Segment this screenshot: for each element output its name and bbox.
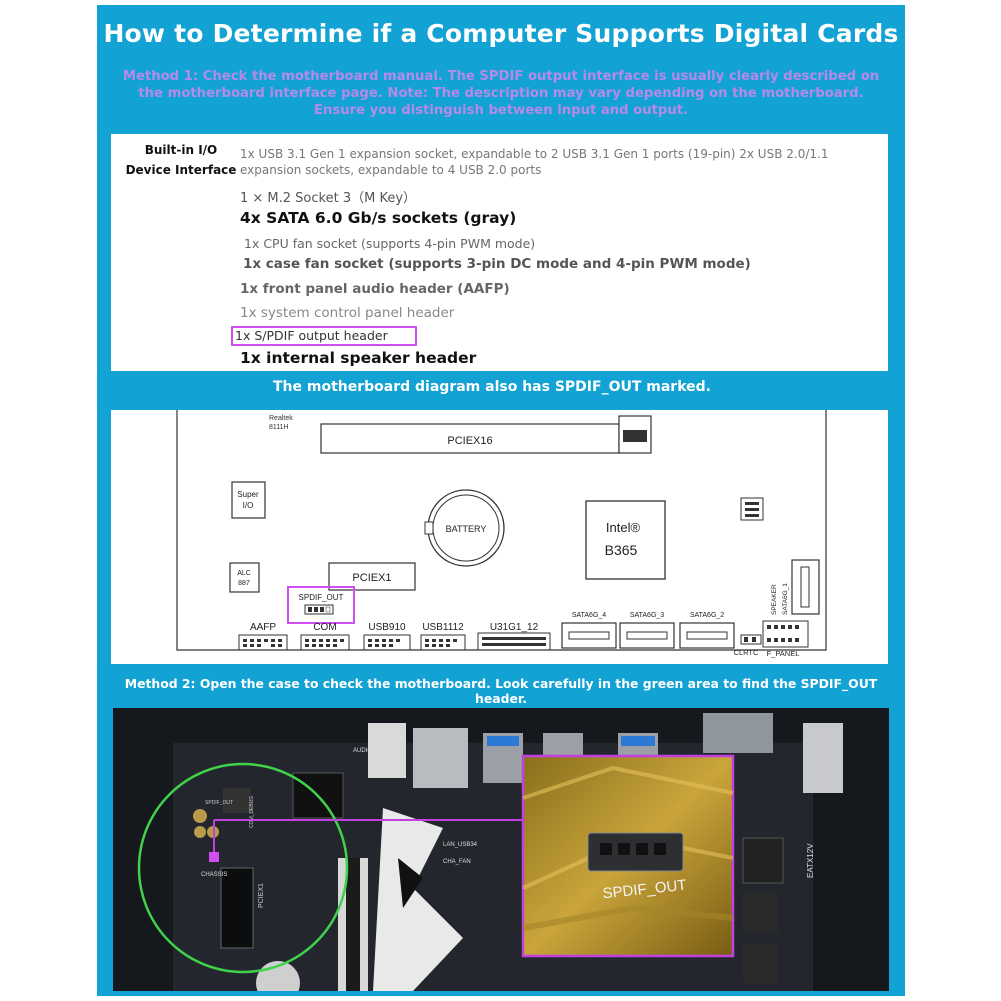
sata3-label: SATA6G_3 xyxy=(630,612,664,619)
com-label: COM xyxy=(313,622,336,633)
photo-svg: PCIEX1 EATX12V AUDIO LAN_USB34 CHA_FAN C… xyxy=(113,708,889,991)
spec-line-speaker: 1x internal speaker header xyxy=(240,349,477,367)
lan-chip-label-1: Realtek xyxy=(269,415,293,422)
audio-silkscreen: AUDIO xyxy=(353,748,372,754)
clrtc-label: CLRTC xyxy=(734,648,759,657)
spec-box: Built-in I/O Device Interface 1x USB 3.1… xyxy=(111,134,888,371)
page-title: How to Determine if a Computer Supports … xyxy=(103,19,899,48)
method2-text: Method 2: Open the case to check the mot… xyxy=(124,676,878,706)
method1-text: Method 1: Check the motherboard manual. … xyxy=(122,69,880,118)
spec-line-sata: 4x SATA 6.0 Gb/s sockets (gray) xyxy=(240,209,517,227)
aafp-header xyxy=(238,634,288,651)
sata2-port xyxy=(679,622,735,649)
alc-label-1: ALC xyxy=(237,570,251,577)
fpanel-header xyxy=(762,620,809,648)
sata3-port xyxy=(619,622,675,649)
audio-jack-block xyxy=(368,723,406,778)
super-io-label-2: I/O xyxy=(243,501,254,510)
fpanel-label: F_PANEL xyxy=(767,649,800,658)
usb910-label: USB910 xyxy=(368,622,406,633)
u31g1-header xyxy=(477,632,551,651)
chipset-label-1: Intel® xyxy=(606,520,641,535)
diagram-svg: Realtek 8111H PCIEX16 Super I/O BATTERY … xyxy=(176,410,827,658)
sata2-label: SATA6G_2 xyxy=(690,612,724,619)
diagram-caption: The motherboard diagram also has SPDIF_O… xyxy=(273,379,711,395)
com-header xyxy=(300,634,350,651)
spec-line-m2: 1 × M.2 Socket 3（M Key） xyxy=(240,191,417,206)
spec-line-usb: 1x USB 3.1 Gen 1 expansion socket, expan… xyxy=(240,147,829,177)
spec-label: Built-in I/O Device Interface xyxy=(123,142,239,176)
lan-port-block xyxy=(413,728,468,788)
spec-line-case-fan: 1x case fan socket (supports 3-pin DC mo… xyxy=(243,256,751,272)
usb910-header xyxy=(363,634,411,651)
vga-port xyxy=(703,713,773,753)
sata4-port xyxy=(561,622,617,649)
chassis-silkscreen: CHASSIS xyxy=(201,872,227,878)
spdif-out-highlight xyxy=(287,586,355,624)
speaker-label: SPEAKER xyxy=(771,584,778,615)
super-io-label-1: Super xyxy=(237,490,259,499)
usb1112-label: USB1112 xyxy=(422,622,464,633)
pciex1-slot xyxy=(328,562,416,591)
spdif-zoom-header xyxy=(587,832,684,872)
motherboard-diagram: Realtek 8111H PCIEX16 Super I/O BATTERY … xyxy=(111,410,888,664)
spec-label-line2: Device Interface xyxy=(125,163,237,177)
lan-usb34-silkscreen: LAN_USB34 xyxy=(443,842,478,848)
clrtc-jumper xyxy=(740,634,762,645)
sata1-port xyxy=(791,559,820,615)
motherboard-photo: PCIEX1 EATX12V AUDIO LAN_USB34 CHA_FAN C… xyxy=(113,708,889,991)
pciex16-label: PCIEX16 xyxy=(447,435,492,447)
spdif-header-marker xyxy=(209,852,219,862)
lan-chip-label-2: 8111H xyxy=(269,424,289,431)
audio-codec xyxy=(229,562,260,593)
spdif-highlight-box xyxy=(231,326,417,346)
spec-line-system-panel: 1x system control panel header xyxy=(240,305,455,321)
sata4-label: SATA6G_4 xyxy=(572,612,606,619)
infographic-panel: How to Determine if a Computer Supports … xyxy=(97,5,905,996)
aafp-label: AAFP xyxy=(250,622,276,633)
spec-line-cpu-fan: 1x CPU fan socket (supports 4-pin PWM mo… xyxy=(244,236,536,251)
spdif-out-label: SPDIF_OUT xyxy=(299,593,344,602)
pciex1-silkscreen: PCIEX1 xyxy=(258,883,265,908)
com-debug-silkscreen: COM_DEBUG xyxy=(249,796,255,828)
pciex1-slot-photo xyxy=(220,867,254,949)
green-search-circle xyxy=(137,762,349,974)
eatx12v-silkscreen: EATX12V xyxy=(806,843,815,878)
alc-label-2: 887 xyxy=(238,580,250,587)
usb1112-header xyxy=(420,634,466,651)
u31g1-label: U31G1_12 xyxy=(490,622,539,633)
pciex1-label: PCIEX1 xyxy=(352,572,391,584)
super-io-chip xyxy=(231,481,266,519)
spec-label-line1: Built-in I/O xyxy=(144,143,218,157)
chipset-label-2: B365 xyxy=(605,542,638,558)
spec-line-audio: 1x front panel audio header (AAFP) xyxy=(240,281,510,297)
battery-label: BATTERY xyxy=(446,524,487,534)
chipset xyxy=(585,500,666,580)
spdif-out-silkscreen: SPDIF_OUT xyxy=(205,800,233,806)
sata1-label: SATA6G_1 xyxy=(782,583,789,615)
spec-line-spdif: 1x S/PDIF output header xyxy=(235,328,388,343)
cha-fan-silkscreen: CHA_FAN xyxy=(443,859,471,865)
